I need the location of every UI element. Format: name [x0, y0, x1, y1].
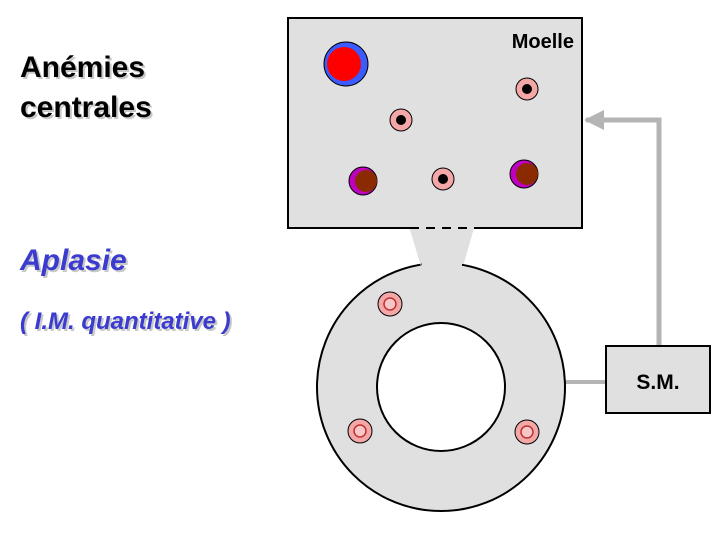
red-blood-cell — [347, 418, 373, 444]
page-title: Anémies centrales — [20, 48, 152, 128]
feedback-arrow — [584, 110, 662, 346]
title-line-1: Anémies — [20, 51, 146, 84]
condition-name: Aplasie — [20, 244, 127, 277]
red-blood-cell — [377, 291, 403, 317]
circulation-ring — [315, 262, 567, 512]
erythroblast-cell — [509, 159, 539, 189]
funnel-edge-left — [409, 227, 423, 269]
nucleated-cell — [515, 77, 539, 101]
sm-label: S.M. — [636, 371, 679, 394]
blast-cell — [323, 41, 369, 87]
marrow-label: Moelle — [512, 31, 574, 53]
red-blood-cell — [514, 419, 540, 445]
erythroblast-cell — [348, 166, 378, 196]
sm-box — [605, 345, 711, 414]
nucleated-cell — [431, 167, 455, 191]
title-line-2: centrales — [20, 91, 152, 124]
marrow-outlet-funnel — [410, 228, 474, 270]
condition-note: ( I.M. quantitative ) — [20, 308, 231, 335]
nucleated-cell — [389, 108, 413, 132]
funnel-overlap-cover — [422, 262, 462, 272]
